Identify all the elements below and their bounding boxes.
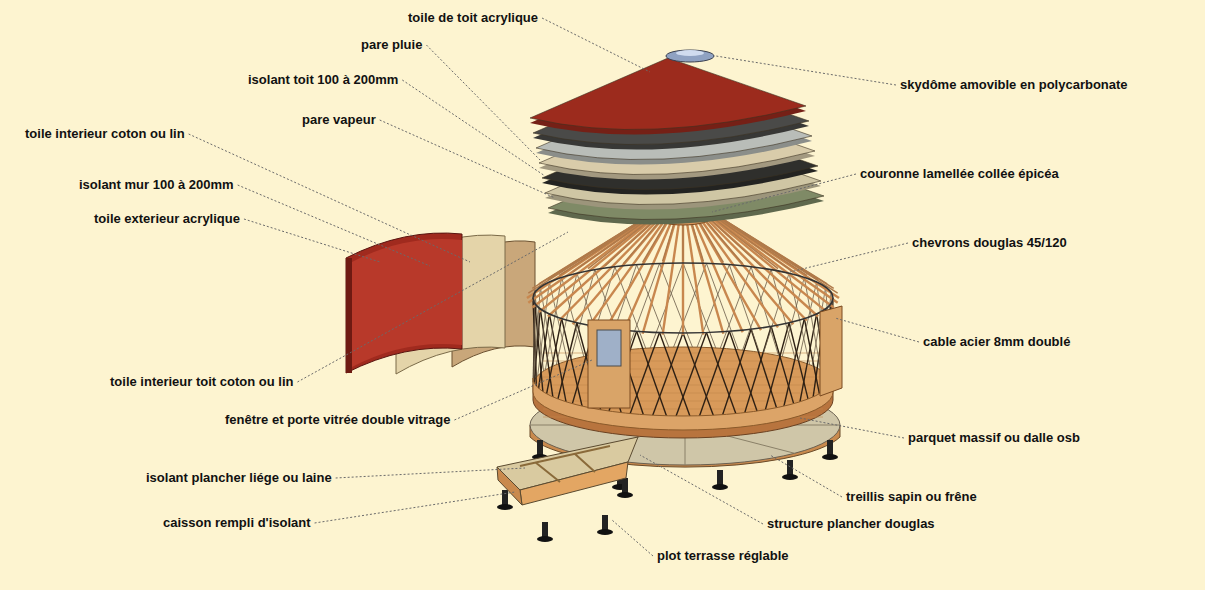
leader-line: [542, 18, 650, 72]
rafter: [559, 217, 661, 320]
leader-line: [380, 120, 555, 198]
part-label: pare vapeur: [302, 112, 376, 128]
rafter: [711, 212, 838, 293]
adjustable-pad-base: [537, 536, 553, 542]
adjustable-pad-post: [827, 440, 833, 456]
rafter: [710, 215, 834, 308]
lattice-slat: [789, 323, 810, 406]
floor-box-divider: [520, 446, 610, 482]
door: [588, 320, 630, 408]
wall-panel-frame: [820, 306, 842, 396]
part-label: chevrons douglas 45/120: [912, 235, 1067, 251]
wall-panel-edge: [346, 258, 352, 373]
lattice-slat: [697, 265, 729, 347]
lattice-slat: [771, 326, 795, 410]
leader-line: [454, 360, 592, 420]
floor-plank-line: [543, 401, 823, 402]
leader-line: [712, 174, 856, 212]
part-label: toile interieur coton ou lin: [25, 126, 185, 142]
adjustable-pad-base: [782, 474, 798, 480]
rafter: [532, 215, 656, 308]
lattice-slat: [720, 267, 751, 348]
part-label: treillis sapin ou frêne: [846, 489, 977, 505]
adjustable-pad-base: [617, 492, 633, 498]
part-label: parquet massif ou dalle osb: [908, 430, 1080, 446]
adjustable-pad-base: [497, 504, 513, 510]
part-label: cable acier 8mm doublé: [923, 334, 1070, 350]
part-label: isolant mur 100 à 200mm: [79, 177, 234, 193]
roof-layer: [530, 58, 806, 130]
wall-panel: [346, 233, 462, 373]
adjustable-pad-post: [502, 490, 508, 506]
rafter: [687, 220, 704, 335]
adjustable-pad-post: [542, 522, 548, 538]
leader-line: [835, 318, 919, 342]
lattice-slat: [637, 265, 669, 347]
floor-plank-line: [543, 393, 823, 394]
steel-cable: [533, 263, 833, 333]
lattice-slat: [782, 319, 804, 414]
part-label: caisson rempli d'isolant: [163, 515, 311, 531]
floor-box-side: [520, 462, 628, 505]
leader-line: [716, 56, 896, 85]
part-label: pare pluie: [361, 37, 422, 53]
skydome: [666, 50, 714, 62]
leader-line: [297, 232, 568, 382]
leader-line: [315, 492, 515, 523]
lattice-slat: [628, 333, 660, 421]
part-label: isolant toit 100 à 200mm: [248, 72, 398, 88]
part-label: structure plancher douglas: [767, 516, 935, 532]
part-label: toile de toit acrylique: [408, 10, 538, 26]
leader-line: [336, 468, 525, 478]
lattice-slat: [674, 263, 707, 347]
floor-plank-line: [543, 385, 823, 386]
floor-plank-line: [543, 369, 823, 370]
part-label: isolant plancher liége ou laine: [146, 470, 332, 486]
rafter: [700, 219, 778, 328]
part-label: toile interieur toit coton ou lin: [110, 374, 293, 390]
adjustable-pad-post: [537, 440, 543, 456]
leader-line: [790, 243, 908, 272]
part-label: toile exterieur acrylique: [94, 211, 240, 227]
leader-line: [800, 418, 904, 438]
leader-line: [426, 45, 540, 160]
lattice-slat: [660, 263, 693, 347]
leader-line: [770, 455, 842, 497]
door-glazing: [597, 330, 621, 366]
wall-base-band: [533, 378, 833, 430]
lattice-slat: [782, 277, 804, 356]
leader-line: [612, 520, 653, 556]
leader-line: [402, 80, 545, 176]
adjustable-pad-base: [712, 484, 728, 490]
floor-plank-line: [543, 377, 823, 378]
lattice-slat: [706, 333, 738, 421]
leader-line: [640, 455, 763, 524]
lattice-slat: [562, 277, 584, 356]
floor-box-side: [497, 467, 522, 505]
adjustable-pad-post: [602, 515, 608, 531]
leader-line: [189, 134, 470, 262]
adjustable-pad-base: [822, 454, 838, 460]
adjustable-pad-base: [597, 529, 613, 535]
adjustable-pad-post: [622, 478, 628, 494]
leader-line: [244, 219, 380, 262]
adjustable-pad-post: [717, 470, 723, 486]
part-label: fenêtre et porte vitrée double vitrage: [225, 412, 450, 428]
part-label: couronne lamellée collée épicéa: [860, 166, 1059, 182]
leader-line: [238, 185, 430, 266]
skydome-highlight: [676, 50, 704, 56]
rafter: [705, 217, 807, 320]
part-label: skydôme amovible en polycarbonate: [900, 77, 1128, 93]
part-label: plot terrasse réglable: [657, 548, 789, 564]
wall-panel-face: [352, 239, 462, 367]
